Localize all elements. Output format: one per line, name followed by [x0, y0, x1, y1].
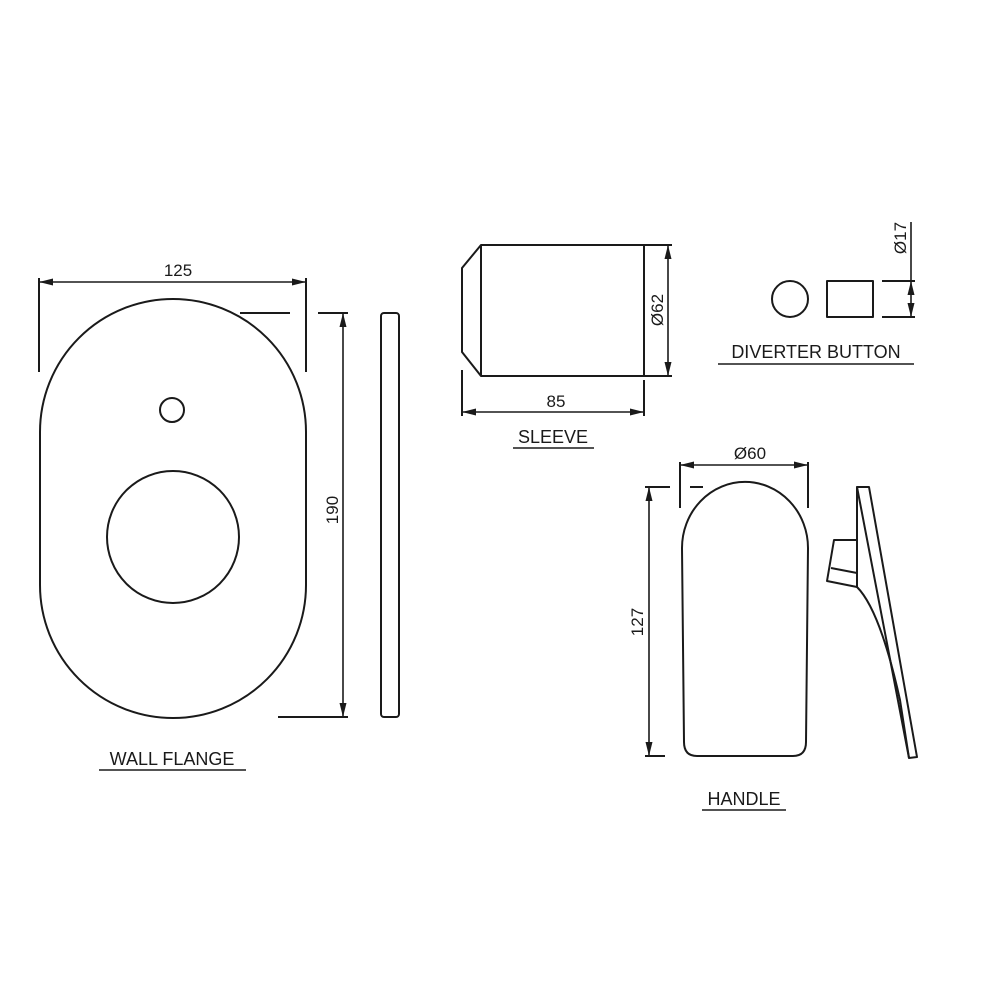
wall-flange-center-hole — [106, 470, 240, 604]
wall-flange-group: 125 190 WALL FLANGE — [38, 261, 400, 771]
wall-flange-width-label: 125 — [164, 261, 192, 280]
wall-flange-outline — [39, 298, 307, 719]
sleeve-outline — [461, 244, 645, 377]
diverter-button-title: DIVERTER BUTTON — [731, 342, 900, 362]
diverter-button-diameter-dimension: Ø17 — [882, 222, 915, 318]
handle-group: Ø60 127 HANDLE — [628, 444, 918, 811]
sleeve-length-label: 85 — [547, 392, 566, 411]
wall-flange-title: WALL FLANGE — [110, 749, 235, 769]
wall-flange-height-dimension: 190 — [240, 312, 348, 718]
diverter-button-side-view — [826, 280, 874, 318]
handle-height-dimension: 127 — [628, 486, 703, 757]
handle-front-view — [681, 480, 809, 757]
diverter-button-group: Ø17 DIVERTER BUTTON — [718, 222, 915, 365]
handle-width-dimension: Ø60 — [679, 444, 809, 508]
sleeve-title: SLEEVE — [518, 427, 588, 447]
wall-flange-width-dimension: 125 — [38, 261, 307, 372]
handle-height-label: 127 — [628, 608, 647, 636]
wall-flange-small-hole — [159, 397, 185, 423]
handle-width-label: Ø60 — [734, 444, 766, 463]
sleeve-length-dimension: 85 — [461, 370, 645, 416]
diverter-button-diameter-label: Ø17 — [891, 222, 910, 254]
wall-flange-side-view — [380, 312, 400, 718]
handle-side-view — [826, 486, 918, 759]
sleeve-diameter-label: Ø62 — [648, 294, 667, 326]
wall-flange-height-label: 190 — [323, 496, 342, 524]
sleeve-group: Ø62 85 SLEEVE — [461, 244, 672, 449]
sleeve-diameter-dimension: Ø62 — [644, 244, 672, 377]
diverter-button-front-view — [771, 280, 809, 318]
handle-title: HANDLE — [707, 789, 780, 809]
